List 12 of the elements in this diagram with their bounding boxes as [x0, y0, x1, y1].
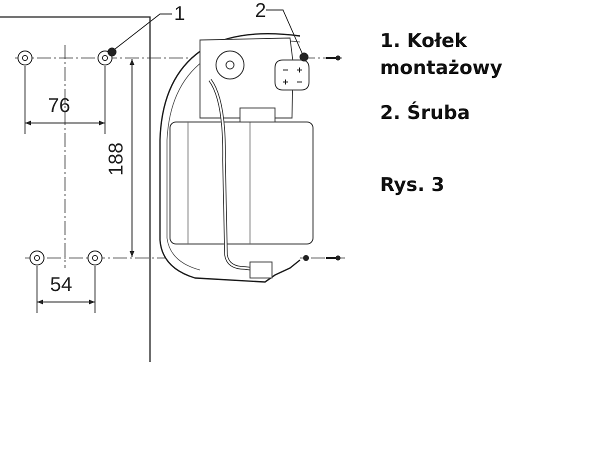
legend-text: 1. Kołek montażowy: [380, 29, 504, 81]
leader-line: [114, 14, 172, 50]
legend-text: 2. Śruba: [380, 100, 470, 126]
figure-number: Rys. 3: [380, 173, 445, 198]
callout-number: 1: [172, 3, 188, 25]
dimension-value: 54: [50, 274, 72, 296]
leader-line: [266, 10, 302, 54]
screw-head-icon: [300, 52, 308, 62]
dimension-value: 76: [48, 95, 70, 117]
wall-plug-icon: [108, 48, 116, 56]
callout-number: 2: [253, 0, 268, 22]
dimension-value: 188: [106, 142, 128, 176]
